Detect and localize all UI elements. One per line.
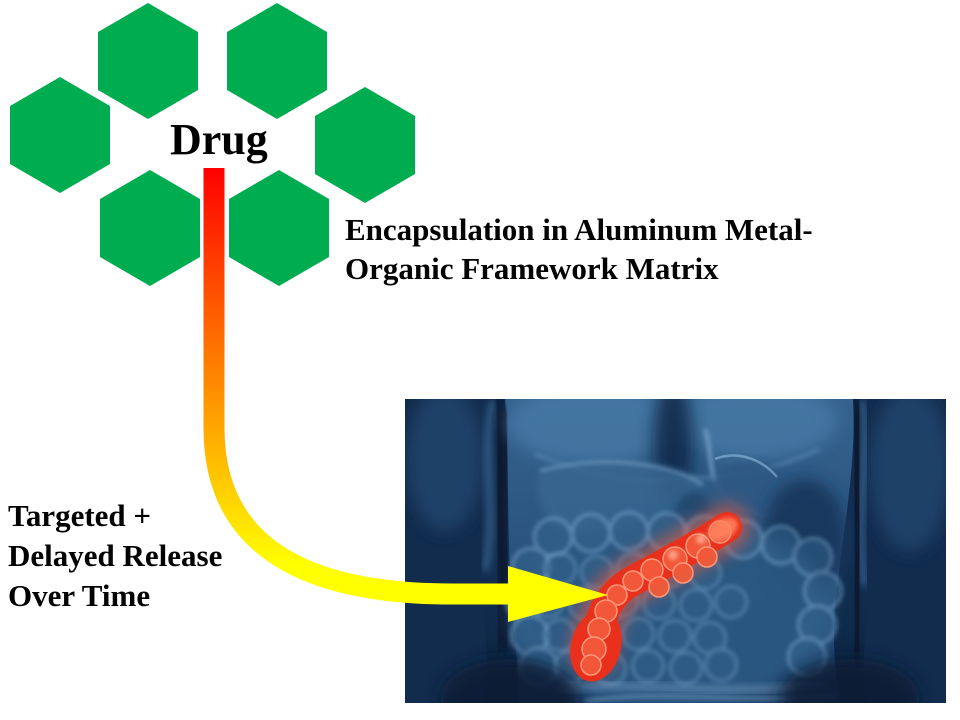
release-arrow bbox=[203, 168, 608, 622]
mof-hexagon-top-left bbox=[98, 3, 198, 119]
encapsulation-caption-line1: Encapsulation in Aluminum Metal- bbox=[345, 212, 813, 247]
encapsulation-caption: Encapsulation in Aluminum Metal- Organic… bbox=[345, 210, 813, 288]
release-arrow-head bbox=[508, 566, 608, 622]
left-arm bbox=[405, 399, 496, 703]
mof-hexagon-bottom-right bbox=[229, 170, 329, 286]
mof-hexagon-bottom-left bbox=[100, 170, 200, 286]
encapsulation-caption-line2: Organic Framework Matrix bbox=[345, 251, 719, 286]
pancreas-highlight bbox=[570, 504, 750, 682]
release-caption-line2: Delayed Release bbox=[8, 538, 223, 573]
mof-hexagon-top-right bbox=[227, 3, 327, 119]
release-caption-line1: Targeted + bbox=[8, 498, 152, 533]
release-caption-line3: Over Time bbox=[8, 578, 151, 613]
release-caption: Targeted + Delayed Release Over Time bbox=[8, 496, 222, 616]
mof-hexagon-mid-right bbox=[315, 87, 415, 203]
drug-label: Drug bbox=[170, 115, 268, 164]
mof-hexagon-cluster bbox=[10, 3, 415, 286]
anatomy-graphic bbox=[405, 399, 946, 703]
anatomy-image bbox=[405, 399, 946, 703]
release-arrow-shaft bbox=[203, 168, 512, 605]
mof-hexagon-mid-left bbox=[10, 77, 110, 193]
